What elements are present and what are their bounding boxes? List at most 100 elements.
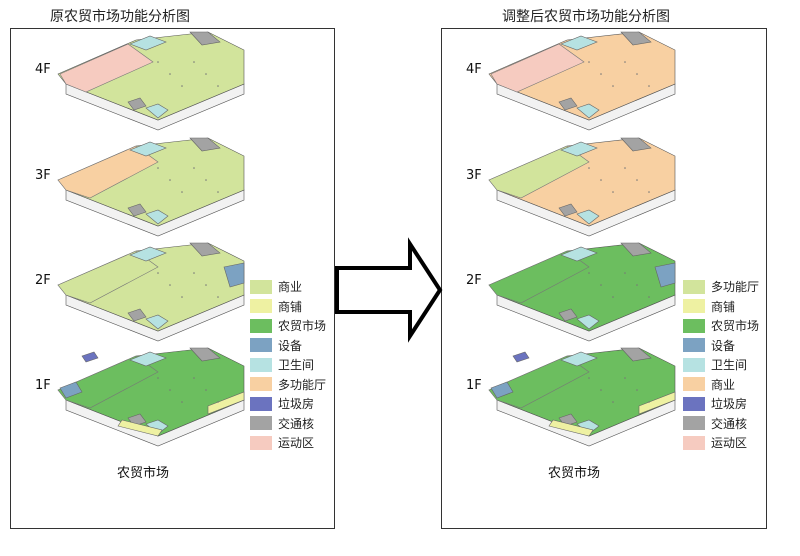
column-marker [648,401,650,403]
column-marker [588,61,590,63]
column-marker [217,401,219,403]
legend-item: 商铺 [683,297,759,317]
legend-label: 运动区 [278,436,315,451]
legend-swatch [250,416,272,431]
zone-restroom [560,351,598,367]
legend-label: 设备 [711,338,736,353]
zone-shops [117,419,163,437]
column-marker [636,73,638,75]
column-marker [181,296,183,298]
zone-restroom [129,35,167,51]
zone-restroom [145,314,169,330]
zone-core [558,308,578,322]
legend-label: 商业 [278,280,303,295]
floor-label: 3F [466,168,482,183]
legend-label: 多功能厅 [278,377,327,392]
legend-label: 卫生间 [711,358,748,373]
floor-plan-4f [57,31,245,131]
column-marker [624,377,626,379]
legend-label: 多功能厅 [711,280,760,295]
legend-swatch [683,279,705,294]
zone-left [57,355,159,409]
column-marker [636,284,638,286]
zone-left [488,355,590,409]
legend-item: 垃圾房 [683,394,759,414]
column-marker [169,389,171,391]
legend-label: 商业 [711,377,736,392]
zone-restroom [129,351,167,367]
column-marker [181,191,183,193]
zone-restroom [576,209,600,225]
legend-item: 交通核 [683,414,759,434]
zone-left [488,145,590,199]
zone-shops [548,419,594,437]
legend-item: 商业 [250,277,326,297]
legend-item: 运动区 [683,433,759,453]
zone-left [59,43,154,93]
column-marker [588,377,590,379]
legend-label: 商铺 [278,299,303,314]
zone-core [189,137,221,152]
zone-core [620,347,652,362]
legend-swatch [250,338,272,353]
legend-swatch [250,435,272,450]
column-marker [217,85,219,87]
zone-core [127,203,147,217]
floor-label: 2F [466,273,482,288]
zone-equipment [223,262,245,288]
zone-left [488,250,590,304]
legend-item: 设备 [683,336,759,356]
legend-swatch [683,338,705,353]
column-marker [648,85,650,87]
column-marker [612,85,614,87]
zone-equipment [59,381,83,399]
legend-item: 垃圾房 [250,394,326,414]
column-marker [612,296,614,298]
legend-swatch [683,318,705,333]
legend-swatch [250,299,272,314]
legend-label: 农贸市场 [278,319,327,334]
column-marker [588,272,590,274]
legend-item: 多功能厅 [250,375,326,395]
zone-restroom [560,141,598,157]
zone-restroom [145,103,169,119]
column-marker [181,85,183,87]
zone-garbage [512,351,530,363]
legend-item: 运动区 [250,433,326,453]
column-marker [600,389,602,391]
zone-restroom [145,209,169,225]
zone-core [620,137,652,152]
legend-label: 设备 [278,338,303,353]
legend-label: 商铺 [711,299,736,314]
zone-core [189,31,221,46]
floor-label: 3F [35,168,51,183]
legend-item: 农贸市场 [250,316,326,336]
legend-label: 交通核 [711,416,748,431]
zone-equipment [654,262,676,288]
column-marker [205,284,207,286]
legend-swatch [250,377,272,392]
zone-shops [207,391,245,415]
zone-core [620,31,652,46]
floor-label: 4F [466,62,482,77]
right-panel-title: 调整后农贸市场功能分析图 [502,9,670,25]
column-marker [217,296,219,298]
column-marker [181,401,183,403]
zone-restroom [576,314,600,330]
right-caption: 农贸市场 [548,466,601,481]
legend-label: 交通核 [278,416,315,431]
column-marker [157,377,159,379]
legend-swatch [683,396,705,411]
zone-core [620,242,652,257]
floor-plan-2f [488,242,676,342]
zone-core [189,242,221,257]
floor-plan-1f [488,347,676,447]
floor-plan-2f [57,242,245,342]
legend-swatch [250,279,272,294]
zone-core [127,308,147,322]
left-panel-title: 原农贸市场功能分析图 [50,9,190,25]
legend-item: 交通核 [250,414,326,434]
column-marker [157,167,159,169]
zone-restroom [560,246,598,262]
